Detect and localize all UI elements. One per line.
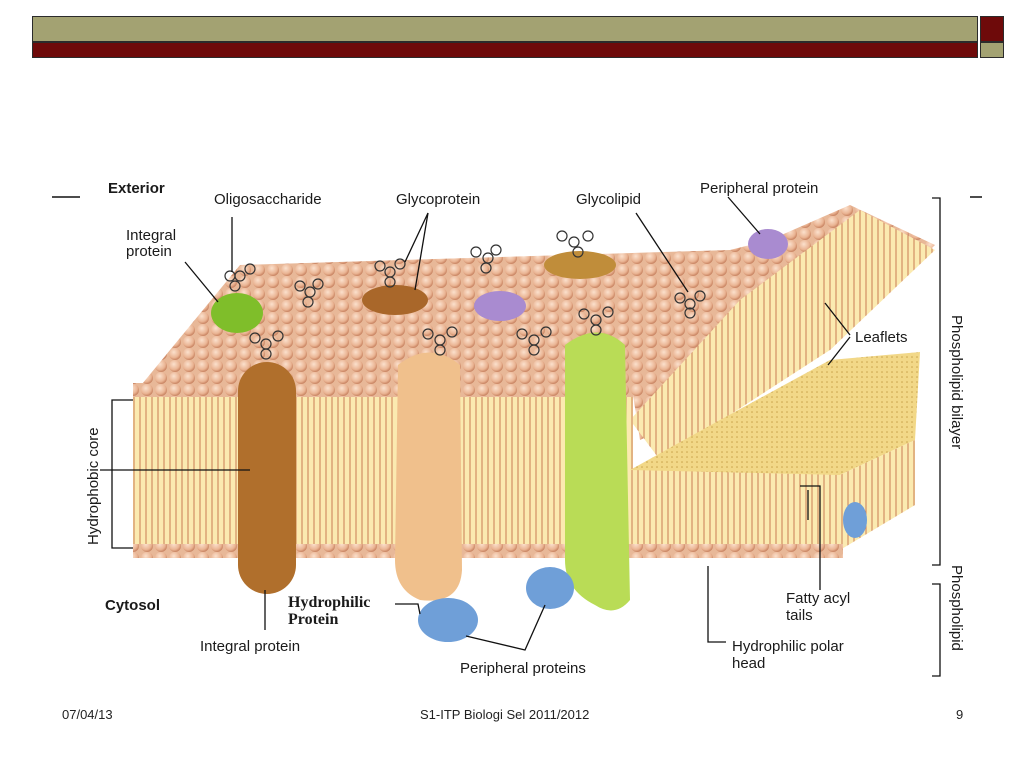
peripheral-protein-blue-1 [418, 598, 478, 642]
bilayer-bracket [932, 197, 941, 566]
hydrophilic-protein-leader [395, 603, 421, 615]
label-phospholipid-bilayer: Phospholipid bilayer [948, 315, 965, 449]
lower-leaflet [630, 352, 920, 475]
glycoprotein-leader-1 [404, 212, 429, 263]
integral-protein-tan [395, 352, 462, 601]
hydrophobic-core-bracket [111, 399, 133, 549]
label-hydrophilic-protein-1: Hydrophilic [288, 594, 370, 611]
label-hydrophilic-polar-1: Hydrophilic polar [732, 638, 844, 655]
label-exterior: Exterior [108, 180, 165, 197]
phospholipid-bracket [932, 583, 941, 677]
label-glycoprotein: Glycoprotein [396, 191, 480, 208]
glycoprotein-blob [362, 285, 428, 315]
header-corner-square [980, 16, 1004, 42]
sugar-cluster-9 [578, 306, 614, 336]
peripheral-proteins-leader [465, 604, 546, 651]
sugar-cluster-8 [516, 326, 552, 356]
peripheral-protein-blue-2 [526, 567, 574, 609]
label-peripheral-proteins: Peripheral proteins [460, 660, 586, 677]
label-oligosaccharide: Oligosaccharide [214, 191, 322, 208]
front-head-row [133, 383, 633, 397]
sugar-cluster-3 [374, 258, 406, 288]
leaflets-leader-2 [827, 336, 851, 366]
label-cytosol: Cytosol [105, 597, 160, 614]
cell-membrane-diagram: Exterior Oligosaccharide Glycoprotein Gl… [52, 180, 982, 677]
bilayer-front [133, 395, 633, 550]
header-accent-bar [32, 42, 978, 58]
glycoprotein-leader-2 [414, 212, 429, 291]
integral-protein-top-leader [184, 261, 219, 303]
upper-leaflet [630, 210, 935, 460]
header-bar [32, 16, 978, 42]
oligosaccharide-chains [224, 230, 706, 360]
label-hydrophobic-core: Hydrophobic core [85, 427, 102, 545]
sugar-cluster-6 [249, 330, 284, 360]
sugar-cluster-4 [470, 244, 502, 274]
sugar-cluster-7 [422, 326, 458, 356]
fatty-acyl-leader [800, 485, 821, 590]
footer-date: 07/04/13 [62, 707, 113, 722]
peripheral-protein-purple [748, 229, 788, 259]
label-fatty-acyl-1: Fatty acyl [786, 590, 850, 607]
peripheral-protein-leader [727, 196, 761, 235]
label-peripheral-protein: Peripheral protein [700, 180, 818, 197]
label-hydrophilic-polar-2: head [732, 655, 765, 672]
header-corner-square-lower [980, 42, 1004, 58]
sugar-cluster-1 [224, 263, 256, 292]
label-fatty-acyl-2: tails [786, 607, 813, 624]
label-integral-protein-bottom: Integral protein [200, 638, 300, 655]
label-phospholipid: Phospholipid [948, 565, 965, 651]
peripheral-protein-blue-3 [843, 502, 867, 538]
glycolipid-blob [544, 251, 616, 279]
label-integral-protein-2: protein [126, 243, 172, 260]
leaflets-leader-1 [824, 302, 851, 336]
bilayer-front-right [620, 470, 840, 550]
label-hydrophilic-protein-2: Protein [288, 611, 338, 628]
footer-page-number: 9 [956, 707, 964, 722]
glycolipid-leader [635, 212, 689, 293]
sugar-cluster-2 [294, 278, 324, 308]
footer-course: S1-ITP Biologi Sel 2011/2012 [420, 707, 590, 722]
integral-protein-green [565, 332, 630, 611]
label-integral-protein-1: Integral [126, 227, 176, 244]
label-leaflets: Leaflets [855, 329, 908, 346]
integral-protein-brown [238, 362, 296, 594]
bottom-head-row [133, 544, 843, 558]
integral-protein-top [211, 293, 263, 333]
sugar-cluster-5 [556, 230, 594, 258]
surface-protein-purple [474, 291, 526, 321]
label-glycolipid: Glycolipid [576, 191, 641, 208]
sugar-cluster-10 [674, 290, 706, 319]
polar-head-leader [707, 566, 726, 643]
